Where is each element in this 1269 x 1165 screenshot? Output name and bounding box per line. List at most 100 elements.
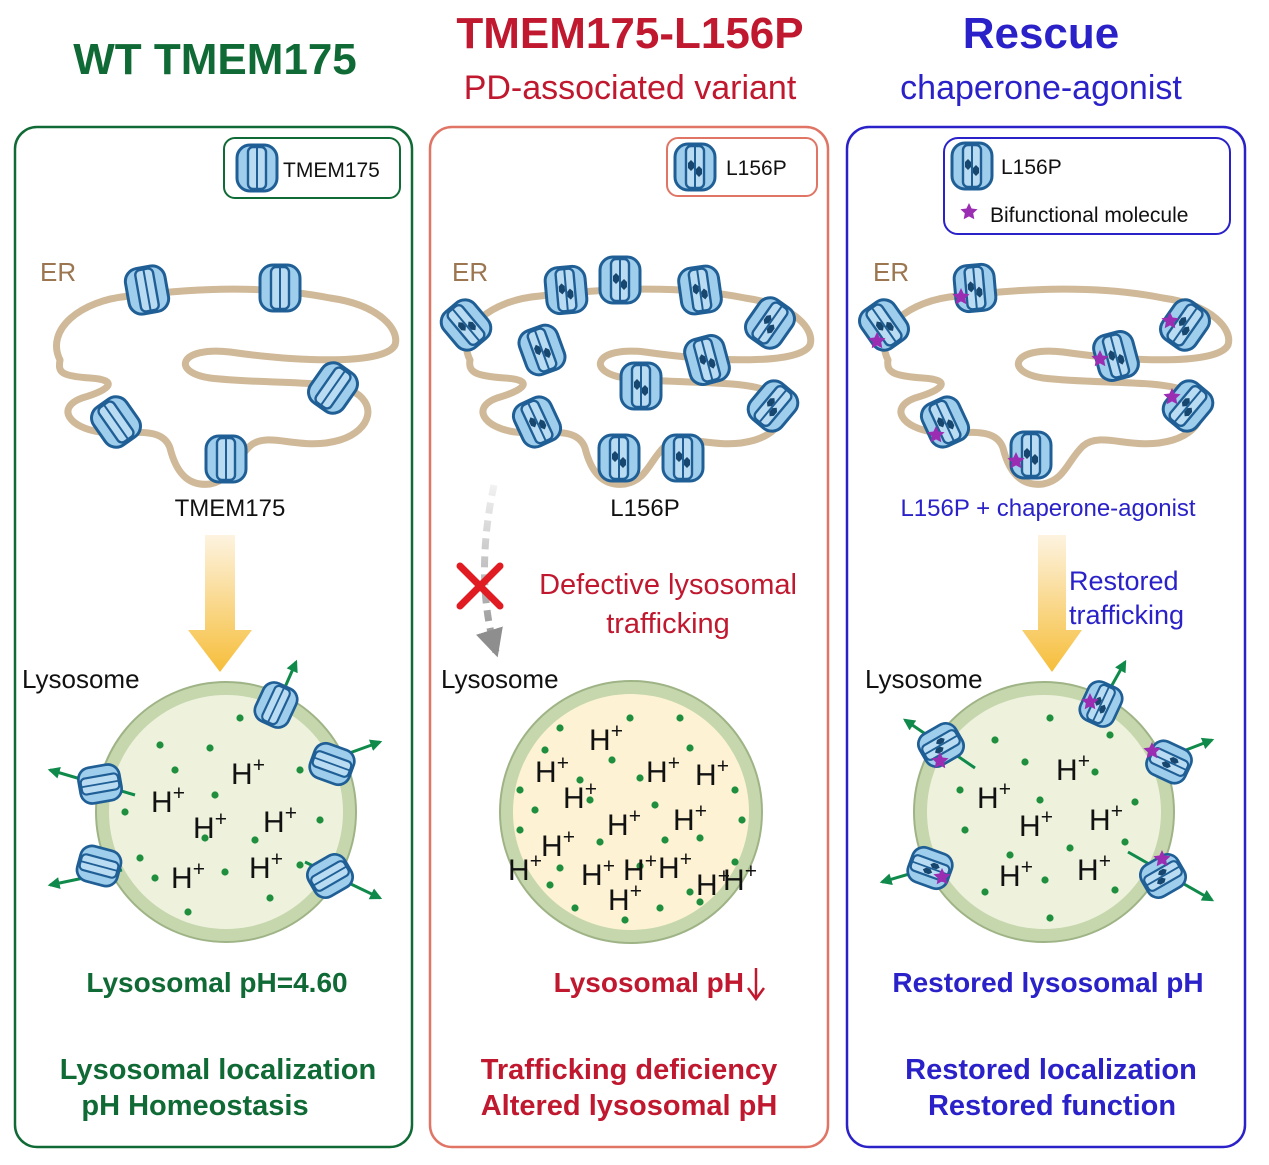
- protein-icon: [1009, 430, 1053, 480]
- protein-icon: [123, 264, 171, 316]
- protein-icon: [673, 142, 717, 192]
- panel-mutant: TMEM175-L156P PD-associated variant L156…: [428, 9, 830, 1149]
- protein-icon: [517, 323, 567, 377]
- protein-icon: [619, 361, 663, 411]
- trafficking-line-2: trafficking: [1069, 600, 1184, 630]
- bifunctional-molecule-star-icon: [931, 752, 949, 769]
- lysosome-lumen: [927, 695, 1161, 929]
- proton-label: H+: [696, 865, 730, 902]
- bifunctional-molecule-star-icon: [1153, 850, 1171, 867]
- ph-text: Restored lysosomal pH: [892, 967, 1203, 998]
- protein-icon: [439, 298, 493, 352]
- legend-mutant: L156P: [666, 137, 818, 197]
- protein-icon: [1139, 852, 1187, 900]
- legend-wt: TMEM175: [223, 137, 401, 199]
- proton-label: H+: [193, 808, 227, 845]
- proton-label: H+: [723, 860, 757, 897]
- protein-icon: [597, 433, 641, 483]
- ph-text: Lysosomal pH=4.60: [86, 967, 347, 998]
- protein-icon: [746, 379, 800, 433]
- panel-mutant-subtitle: PD-associated variant: [464, 69, 797, 107]
- outcome-line-1: Trafficking deficiency: [481, 1054, 778, 1086]
- lysosome-label: Lysosome: [441, 664, 559, 694]
- protein-label: L156P + chaperone-agonist: [900, 495, 1195, 522]
- panel-rescue-title: Rescue: [963, 9, 1120, 58]
- legend-rescue: L156P Bifunctional molecule: [943, 137, 1231, 235]
- protein-icon: [952, 262, 998, 314]
- bifunctional-molecule-star-icon: [952, 288, 970, 305]
- protein-icon: [1145, 739, 1193, 785]
- protein-icon: [683, 334, 731, 386]
- legend-mutant-label: L156P: [726, 157, 787, 180]
- protein-icon: [235, 143, 279, 193]
- legend-box: [223, 137, 401, 199]
- lysosome-lumen: [109, 695, 343, 929]
- bifunctional-molecule-star-icon: [1081, 693, 1099, 710]
- protein-icon: [858, 298, 910, 352]
- protein-icon: [917, 721, 965, 769]
- panel-mutant-frame: [428, 125, 830, 1149]
- bifunctional-molecule-star-icon: [1161, 312, 1179, 329]
- bifunctional-molecule-star-icon: [1091, 350, 1109, 367]
- protein-icon: [919, 395, 971, 449]
- er-membrane: [53, 285, 400, 488]
- protein-icon: [598, 255, 642, 305]
- lysosome-label: Lysosome: [22, 664, 140, 694]
- protein-label: TMEM175: [175, 495, 286, 522]
- panel-wt-frame: [13, 125, 414, 1149]
- outcome-line-2: Altered lysosomal pH: [481, 1090, 778, 1122]
- panel-mutant-title: TMEM175-L156P: [456, 9, 803, 58]
- panel-wt: WT TMEM175 TMEM175 ER TMEM175 Lysosome: [13, 35, 414, 1149]
- er-label: ER: [452, 257, 488, 287]
- proton-label: H+: [535, 752, 569, 789]
- proton-label: H+: [249, 848, 283, 885]
- outcome-line-2: pH Homeostasis: [81, 1090, 308, 1122]
- panel-wt-title: WT TMEM175: [73, 35, 357, 84]
- protein-icon: [950, 141, 994, 191]
- legend-box: [943, 137, 1231, 235]
- outcome-line-1: Lysosomal localization: [60, 1054, 376, 1086]
- protein-icon: [308, 741, 356, 787]
- panel-rescue-subtitle: chaperone-agonist: [900, 69, 1182, 107]
- lysosome-label: Lysosome: [865, 664, 983, 694]
- protein-icon: [307, 361, 359, 415]
- protein-label: L156P: [610, 495, 679, 522]
- protein-icon: [75, 844, 123, 888]
- trafficking-line-1: Restored: [1069, 566, 1179, 596]
- outcome-line-1: Restored localization: [905, 1054, 1197, 1086]
- protein-icon: [661, 433, 705, 483]
- ph-text: Lysosomal pH: [554, 967, 744, 998]
- bifunctional-molecule-star-icon: [960, 203, 978, 220]
- proton-dots: [121, 714, 324, 916]
- lysosome: H+ H+ H+ H+ H+ H+: [879, 659, 1215, 943]
- ph-down-arrow-icon: [746, 968, 766, 1002]
- trafficking-line-2: trafficking: [606, 608, 730, 640]
- proton-label: H+: [263, 802, 297, 839]
- protein-icon: [1159, 298, 1211, 352]
- protein-icon: [1161, 379, 1215, 433]
- proton-dots: [956, 714, 1139, 922]
- proton-label: H+: [171, 858, 205, 895]
- bifunctional-molecule-star-icon: [1163, 388, 1181, 405]
- panel-rescue-frame: [845, 125, 1247, 1149]
- protein-icon: [744, 296, 796, 350]
- legend-box: [666, 137, 818, 197]
- defective-trafficking-arrow: [476, 484, 503, 658]
- outcome-line-2: Restored function: [928, 1090, 1176, 1122]
- bifunctional-molecule-star-icon: [1143, 742, 1161, 759]
- protein-icon: [511, 395, 563, 449]
- lysosome: H+ H+ H+ H+ H+ H+ H+ H+ H+ H+ H+ H+ H+ H…: [499, 680, 763, 944]
- proton-label: H+: [608, 880, 642, 917]
- lysosome: H+ H+ H+ H+ H+ H+: [47, 659, 383, 943]
- legend-rescue-protein-label: L156P: [1001, 156, 1062, 179]
- defect-x-icon: [456, 562, 504, 610]
- er-label: ER: [40, 257, 76, 287]
- restored-trafficking-arrow: [1022, 535, 1082, 672]
- bifunctional-molecule-star-icon: [1007, 452, 1025, 469]
- protein-icon: [204, 434, 248, 484]
- protein-icon: [677, 264, 723, 316]
- trafficking-arrow: [188, 535, 252, 672]
- protein-icon: [258, 263, 302, 313]
- proton-label: H+: [1019, 806, 1053, 843]
- protein-icon: [1092, 330, 1140, 382]
